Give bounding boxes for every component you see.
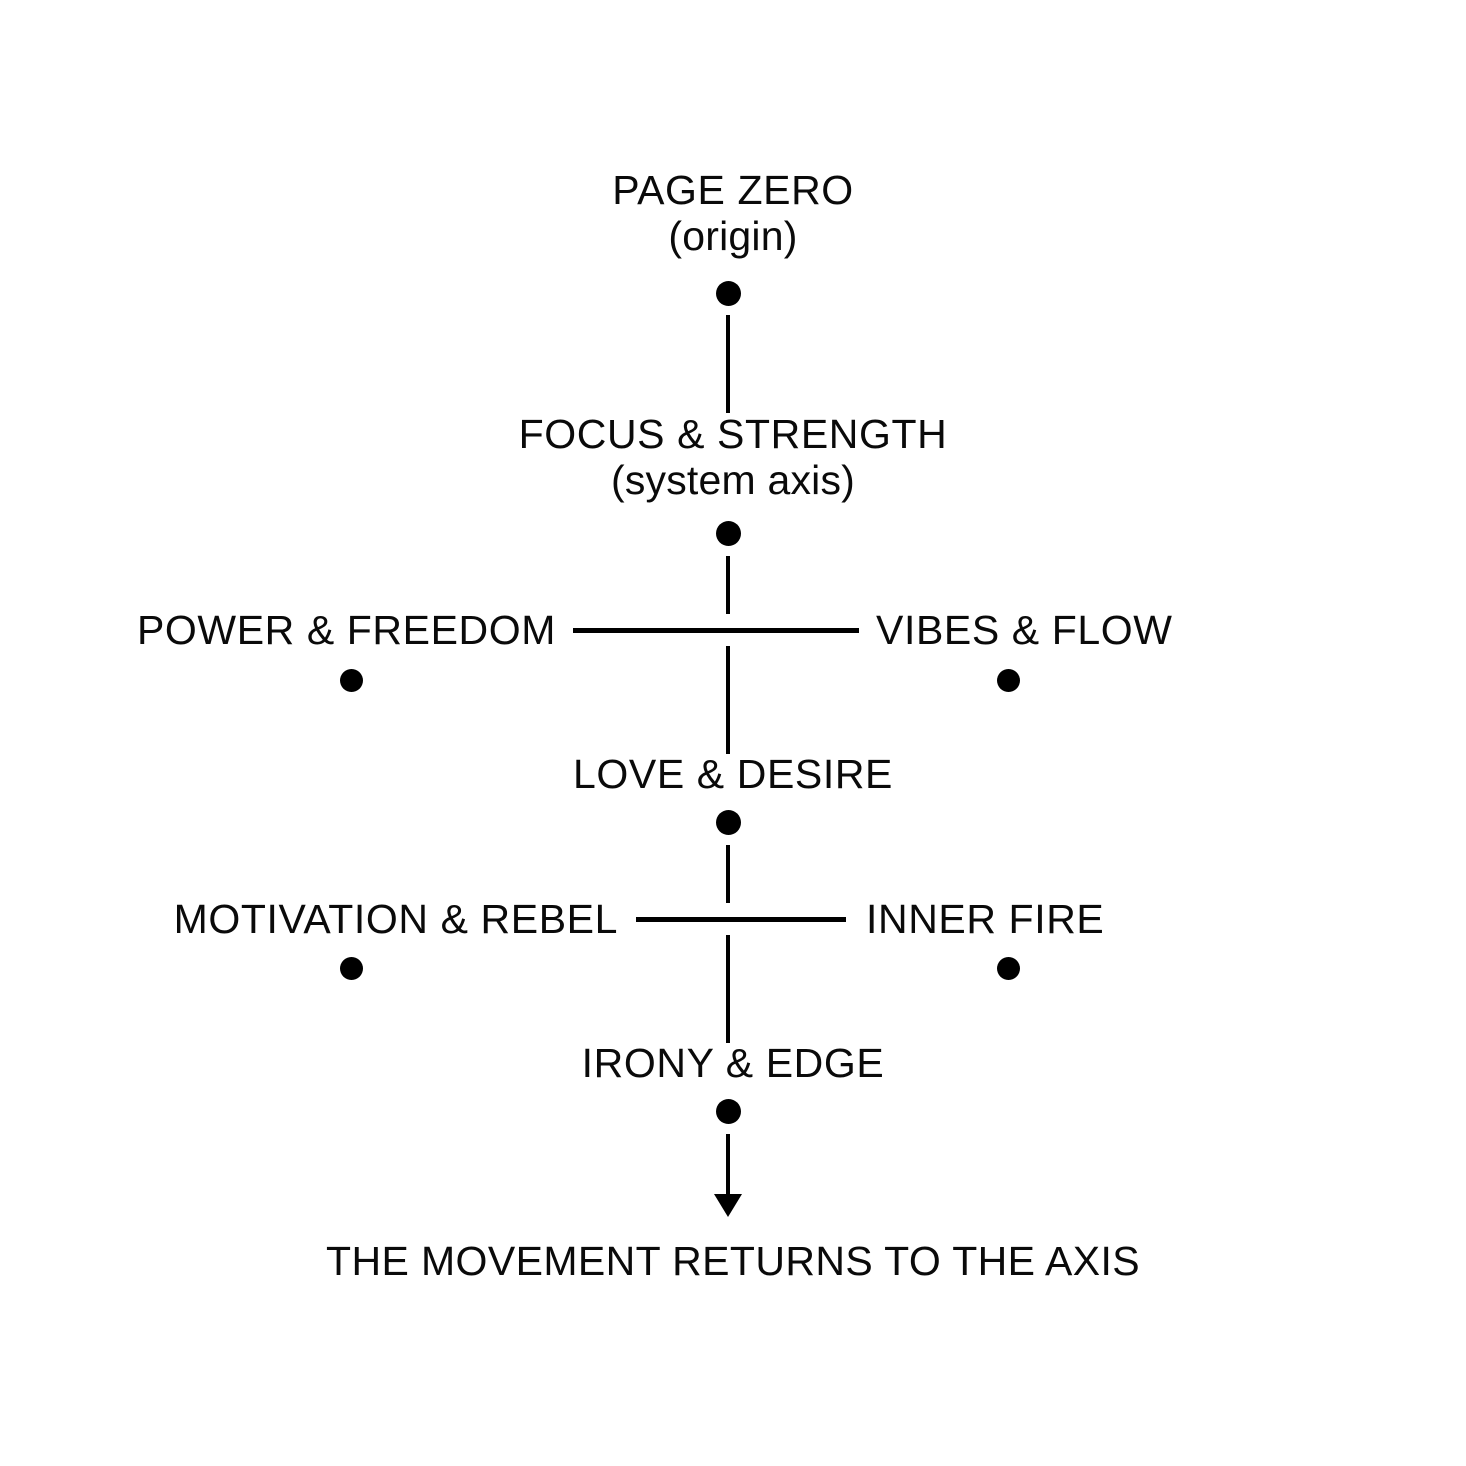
branch-dot-motivation-rebel (340, 957, 363, 980)
branch-dot-inner-fire (997, 957, 1020, 980)
node-label-page-zero: PAGE ZERO (origin) (0, 167, 1466, 260)
node-label-focus-strength: FOCUS & STRENGTH (system axis) (0, 411, 1466, 504)
node-label-love-desire: LOVE & DESIRE (0, 751, 1466, 798)
branch-dot-vibes-flow (997, 669, 1020, 692)
branch-label-power-freedom: POWER & FREEDOM (136, 607, 556, 653)
node-dot-page-zero (716, 281, 741, 306)
node-subtitle-focus-strength: (system axis) (610, 456, 856, 503)
node-title-love-desire: LOVE & DESIRE (573, 751, 893, 797)
axis-connector-2a (726, 556, 730, 614)
branch-label-vibes-flow: VIBES & FLOW (876, 607, 1173, 653)
node-title-irony-edge: IRONY & EDGE (581, 1040, 885, 1086)
branch-label-motivation-rebel: MOTIVATION & REBEL (173, 896, 618, 942)
node-dot-love-desire (716, 810, 741, 835)
branch-connector-1 (573, 628, 859, 633)
axis-connector-1 (726, 315, 730, 413)
node-title-page-zero: PAGE ZERO (612, 167, 854, 213)
node-dot-irony-edge (716, 1099, 741, 1124)
axis-connector-3a (726, 845, 730, 903)
node-subtitle-page-zero: (origin) (668, 212, 798, 259)
axis-arrow-down-icon (714, 1194, 742, 1217)
diagram-caption: THE MOVEMENT RETURNS TO THE AXIS (326, 1238, 1140, 1284)
branch-connector-2 (636, 917, 846, 922)
node-label-irony-edge: IRONY & EDGE (0, 1040, 1466, 1087)
axis-connector-4 (726, 1134, 730, 1196)
axis-connector-2b (726, 646, 730, 754)
axis-connector-3b (726, 935, 730, 1043)
branch-label-inner-fire: INNER FIRE (866, 896, 1105, 942)
branch-dot-power-freedom (340, 669, 363, 692)
node-title-focus-strength: FOCUS & STRENGTH (518, 411, 948, 457)
node-dot-focus-strength (716, 521, 741, 546)
